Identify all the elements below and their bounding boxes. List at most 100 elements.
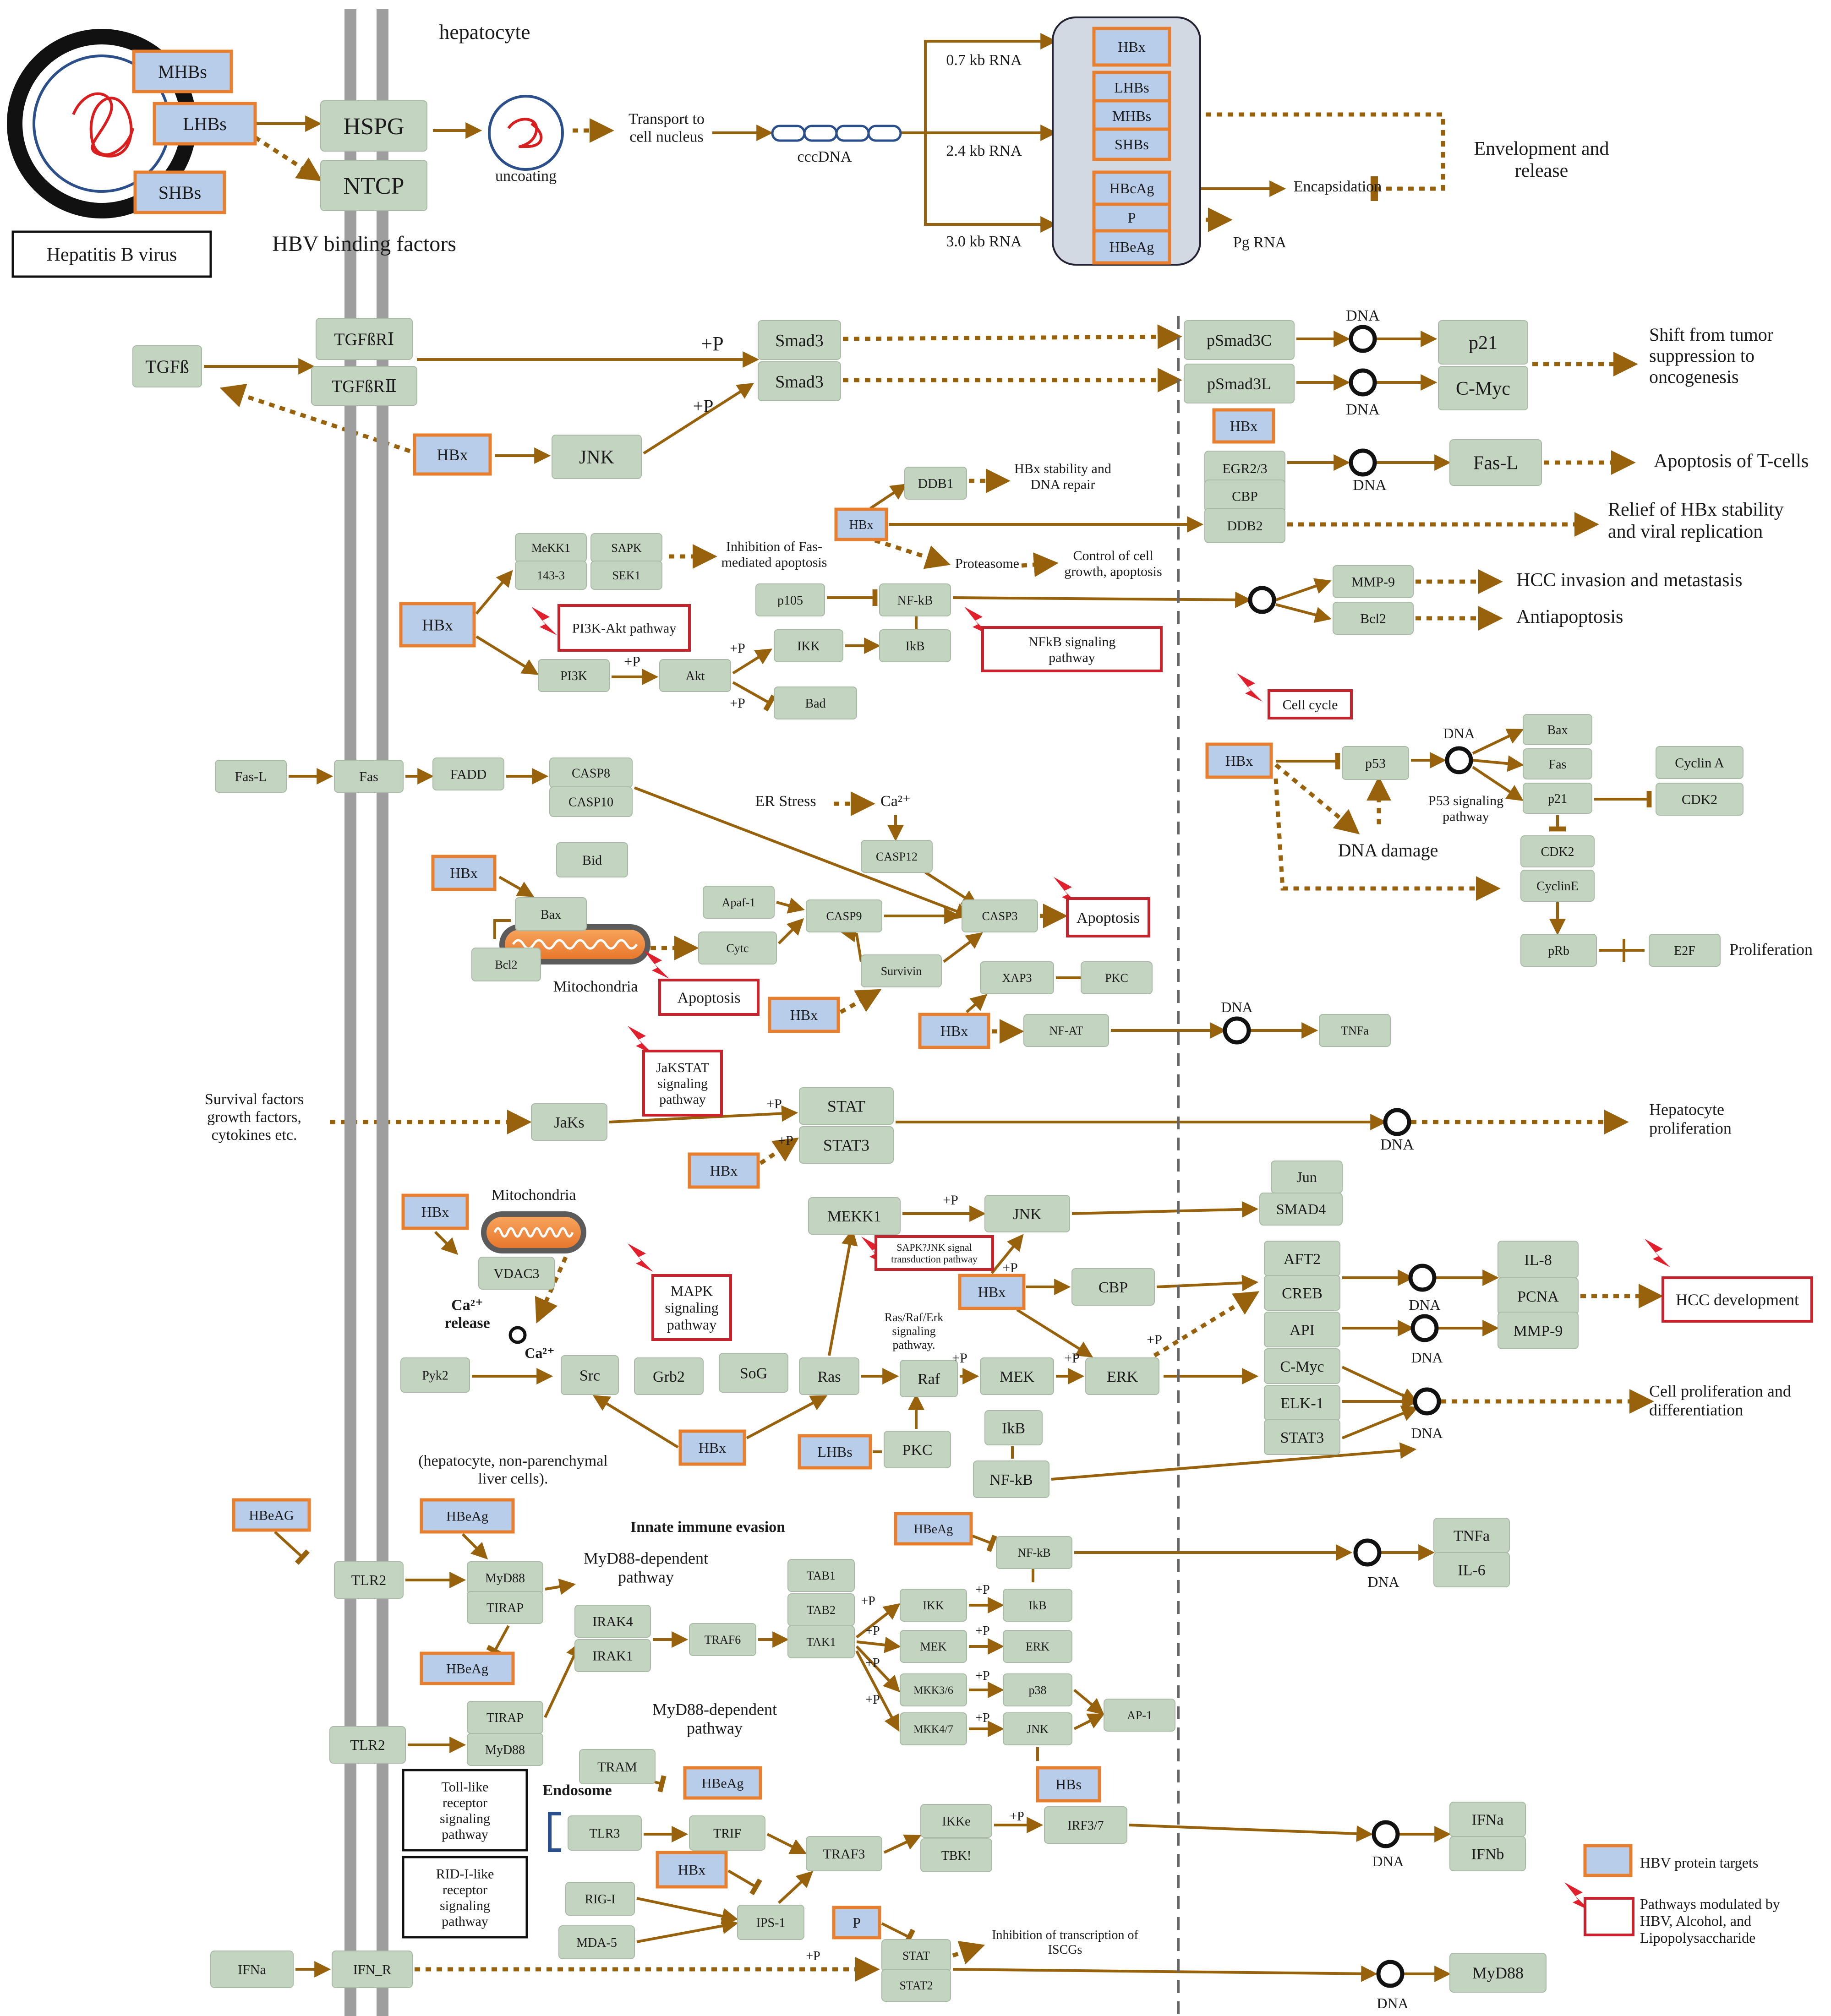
connector [1472,755,1525,772]
fasl-node-label: Fas-L [1473,453,1518,474]
ifnb-node-label: IFNb [1471,1846,1504,1863]
jaks-node-label: JaKs [554,1114,584,1131]
nfkb-mapk-node: NF-kB [973,1460,1049,1498]
tab2-node-label: TAB2 [807,1603,836,1617]
fasl-ext-node: Fas-L [215,760,287,793]
stat-node: STAT [799,1087,894,1125]
psmad3l-node: pSmad3L [1184,364,1295,403]
casp3-node-label: CASP3 [982,910,1017,923]
pi3k-node: PI3K [538,659,610,692]
irak1-node-label: IRAK1 [592,1649,633,1664]
nfkb-tlr-node: NF-kB [996,1536,1072,1569]
mmp9-node-label: MMP-9 [1351,575,1395,590]
ca-channel [508,1326,527,1344]
myd88c-node: MyD88 [1449,1953,1547,1993]
virus-lhbs-label: LHBs [183,114,227,134]
dna-circle [1349,325,1377,353]
cytc-node: Cytc [698,932,777,964]
ntcp-node: NTCP [320,160,427,211]
tgfb-node: TGFß [132,345,202,387]
hbs-tlr-label: HBs [1055,1776,1082,1793]
cycline-node: CyclinE [1520,870,1595,902]
pkc-mapk-node: PKC [884,1431,951,1468]
creb-node-label: CREB [1282,1285,1323,1302]
connector [966,994,988,1013]
proliferation-label: Proliferation [1729,940,1813,959]
p1433-node-label: 143-3 [537,569,565,582]
stat3-mapk-node: STAT3 [1264,1419,1340,1455]
nfkb-tlr-node-label: NF-kB [1017,1546,1050,1559]
antiapoptosis-label: Antiapoptosis [1516,606,1623,627]
stat2-node-label: STAT2 [899,1979,933,1992]
connector [486,1625,510,1657]
ikb-node: IkB [879,629,951,662]
connector [952,591,1252,608]
uncoating-label: uncoating [495,168,557,185]
plus-p-label: +P [1010,1809,1024,1824]
connector [1173,112,1445,201]
hbx-pi3k-label: HBx [422,616,453,634]
ikk-node-label: IKK [797,639,820,654]
ca-label: Ca²⁺ [880,793,911,810]
ikb-node-label: IkB [906,639,925,654]
connector [1129,1824,1373,1842]
tlr3-node-label: TLR3 [590,1826,620,1841]
fas-node: Fas [334,760,404,793]
connector [732,681,776,712]
fas-node-label: Fas [359,769,378,785]
ifnr-node: IFN_R [332,1951,413,1988]
casp9-node-label: CASP9 [826,910,862,923]
cell-membrane-inner [377,9,388,2016]
rna-24-label: 2.4 kb RNA [946,142,1022,159]
connector [592,1395,679,1449]
pi3k-node-label: PI3K [560,669,587,683]
lhbs-mapk: LHBs [798,1434,872,1470]
cyclina-node-label: Cyclin A [1675,756,1724,771]
nfkb-node-label: NF-kB [897,594,933,608]
hbx-apop2: HBx [768,997,840,1033]
viral-dna-icon [72,92,134,158]
protein-hbx-label: HBx [1118,38,1145,55]
fadd-node-label: FADD [450,767,486,782]
connector [1341,1366,1419,1404]
inhibition-label: Inhibition of Fas-mediated apoptosis [721,539,827,570]
ddb1-node: DDB1 [904,467,967,500]
cccdna-icon [835,125,870,142]
apoptosis-box1: Apoptosis [1066,897,1150,937]
tirapa-node: TIRAP [467,1591,543,1624]
tnfa-tlr-node-label: TNFa [1454,1527,1490,1544]
ifna-node: IFNa [1449,1802,1526,1837]
hbx-mapk1-label: HBx [421,1204,449,1220]
ddb2-node-label: DDB2 [1227,518,1263,534]
pg-rna-label: Pg RNA [1233,234,1287,251]
hbeag-tlr4: HBeAg [894,1512,973,1546]
er-stress-label: ER Stress [755,793,816,810]
connector [1156,1275,1259,1291]
plus-p-label: +P [1147,1332,1162,1347]
stat3-mapk-node-label: STAT3 [1280,1429,1324,1446]
protein-p-label: P [1128,209,1136,226]
ap1-node-label: AP-1 [1127,1709,1152,1722]
mekk1-small-node: MeKK1 [515,533,587,562]
survivin-node-label: Survivin [881,964,922,978]
ifnr-node-label: IFN_R [353,1962,391,1978]
mitochondria-mapk-label: Mitochondria [491,1187,576,1204]
tirapa-node-label: TIRAP [486,1601,524,1615]
myd88b-node: MyD88 [467,1733,543,1766]
virus-title-box-label: Hepatitis B virus [47,245,177,266]
smad3b-node: Smad3 [758,361,841,401]
cmyc-node: C-Myc [1438,366,1528,410]
tab2-node: TAB2 [787,1593,855,1626]
protein-shbs: SHBs [1092,127,1171,161]
dna-circle [1413,1387,1441,1416]
cytc-node-label: Cytc [726,942,749,955]
dna-label: DNA [1346,307,1380,324]
nfat-node-label: NF-AT [1049,1024,1083,1037]
casp8-node: CASP8 [549,757,633,788]
